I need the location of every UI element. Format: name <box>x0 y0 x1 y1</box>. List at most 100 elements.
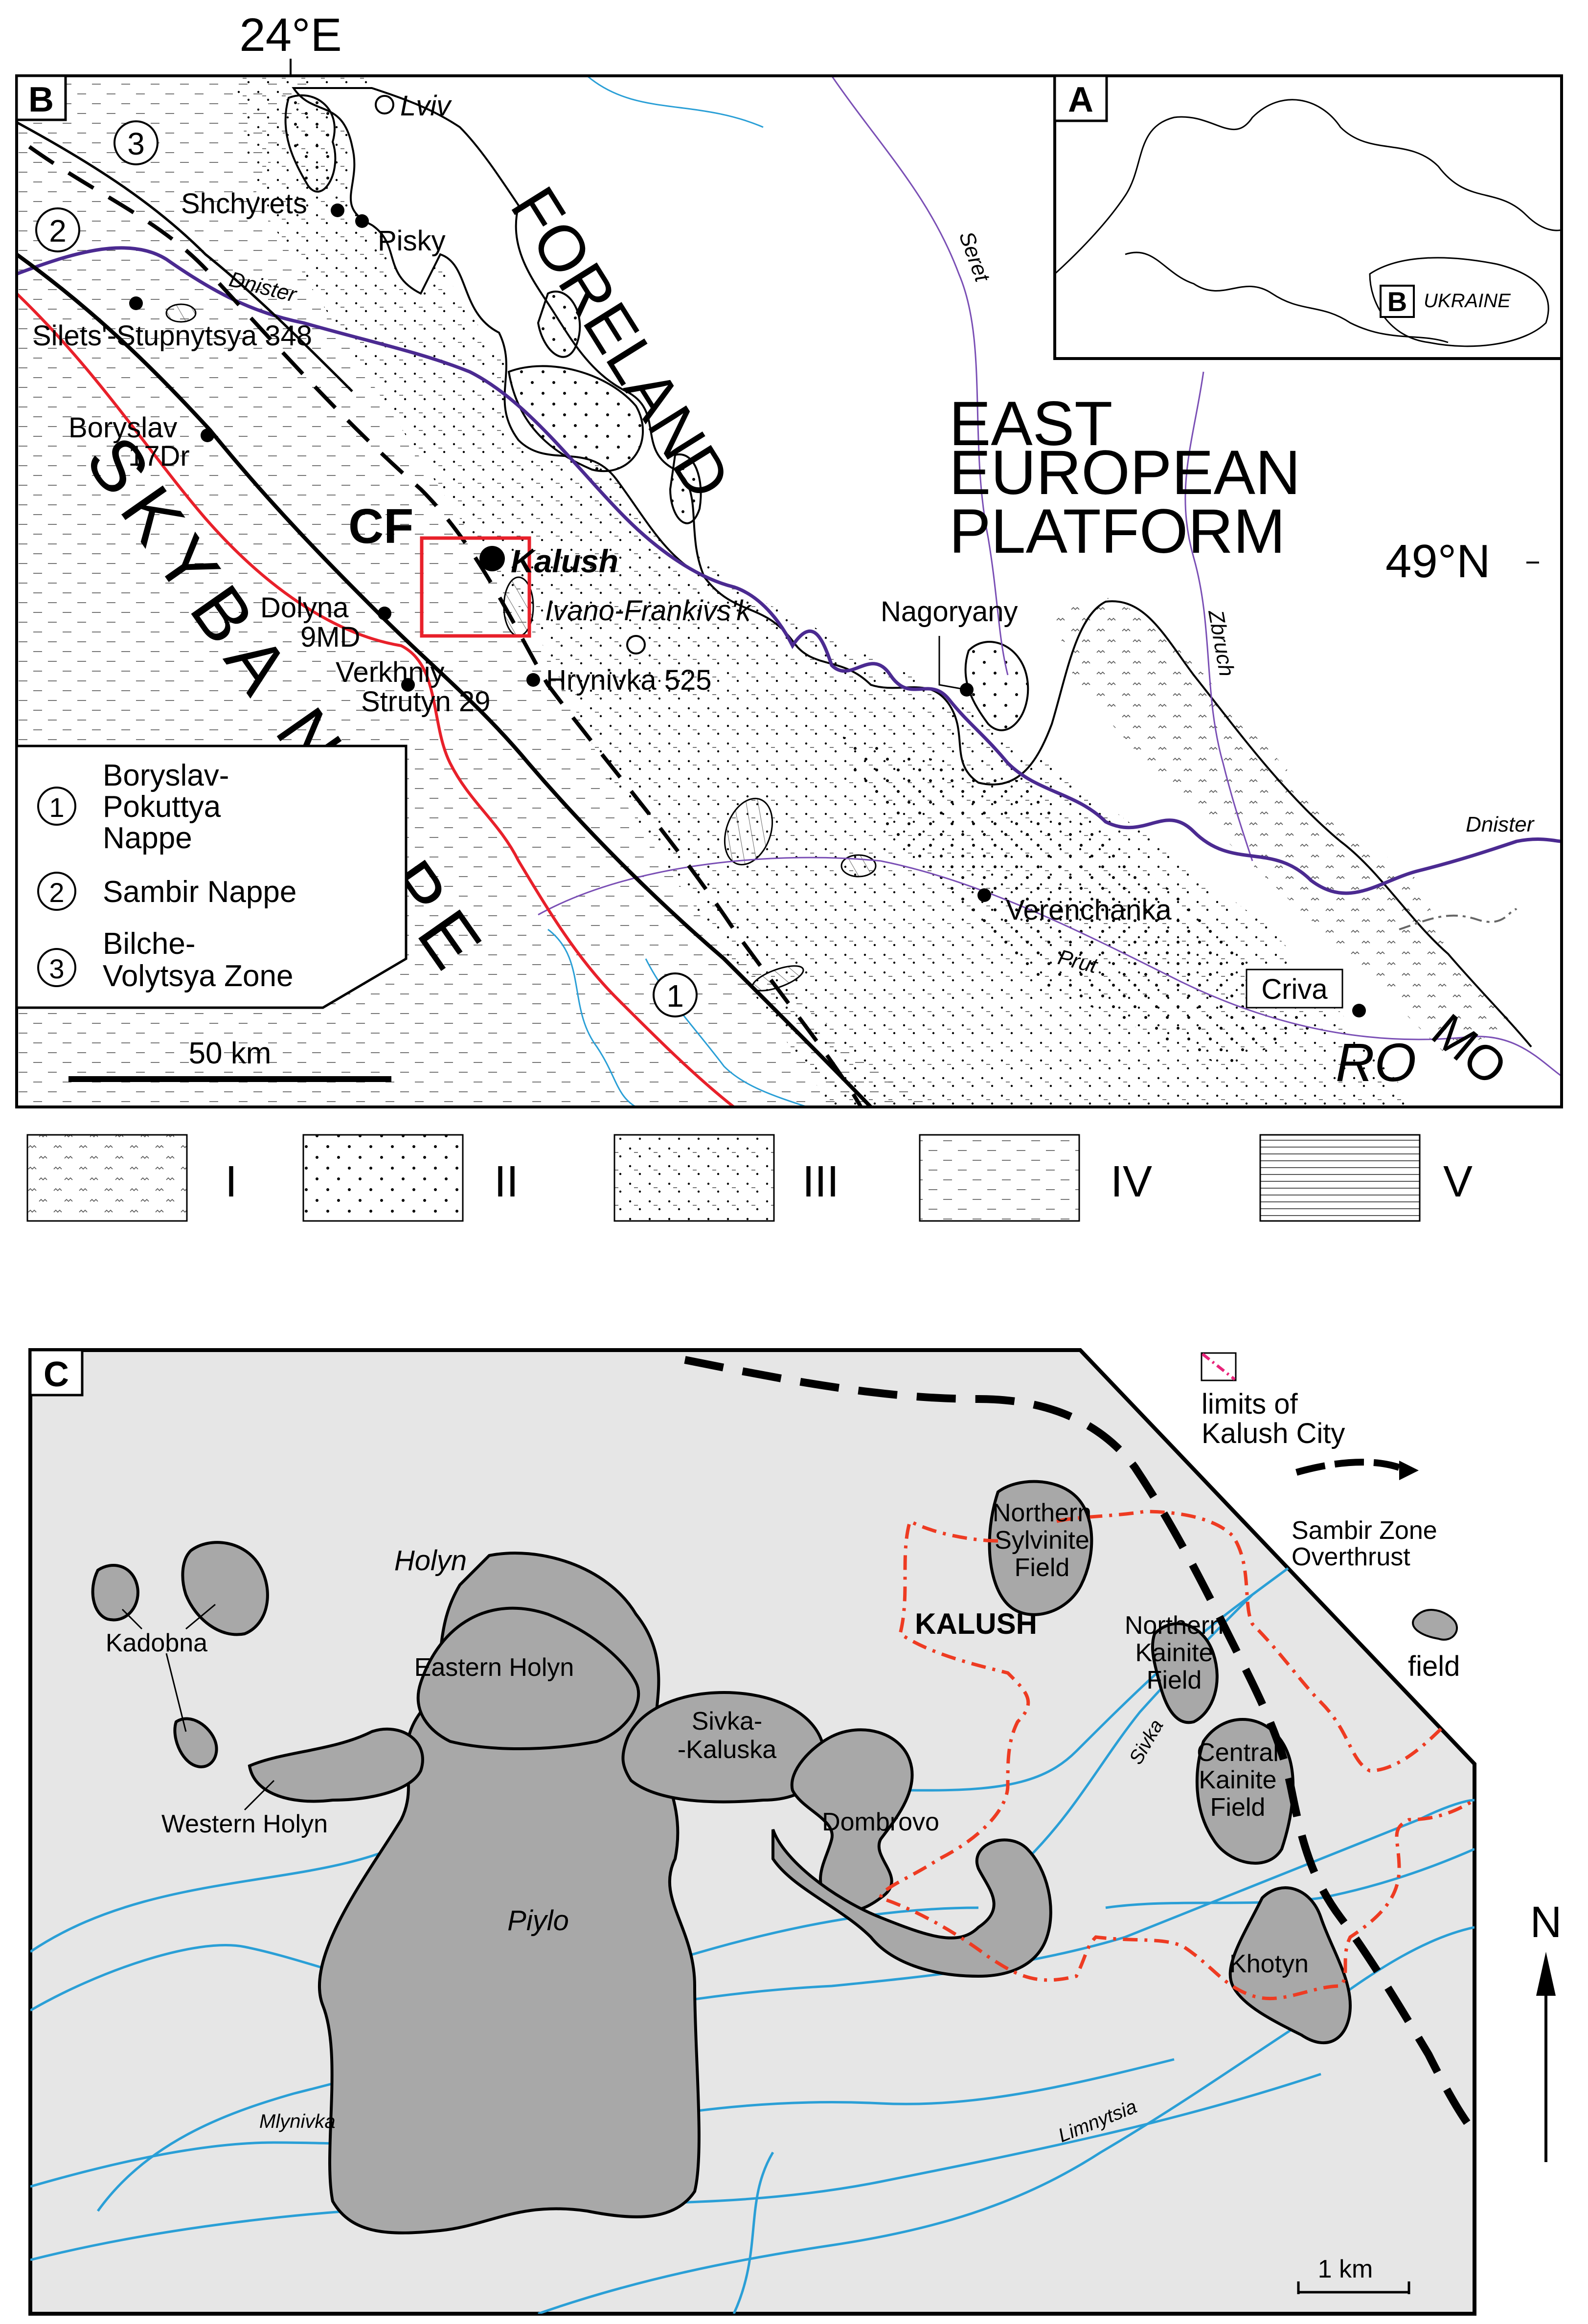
scale-bar-b: 50 km <box>68 1037 391 1082</box>
study-area-box <box>420 536 531 638</box>
place-boryslav: Boryslav 17Dr <box>68 412 214 472</box>
legend-field-swatch <box>1412 1609 1458 1641</box>
label-dnister-east: Dnister <box>1466 812 1535 836</box>
svg-text:Volytsya Zone: Volytsya Zone <box>103 959 293 993</box>
panel-b-frame <box>15 74 1563 1108</box>
svg-text:Piylo: Piylo <box>507 1905 569 1937</box>
svg-text:Overthrust: Overthrust <box>1292 1543 1410 1571</box>
river-c-6 <box>732 2151 774 2314</box>
svg-text:Kalush: Kalush <box>511 543 618 579</box>
svg-text:Central: Central <box>1197 1738 1279 1767</box>
svg-text:Boryslav: Boryslav <box>68 412 177 444</box>
legend-label-iii: III <box>802 1157 839 1206</box>
panel-c-tag-box <box>29 1349 84 1397</box>
scale-bar-c: 1 km <box>1297 2255 1410 2294</box>
svg-text:Dombrovo: Dombrovo <box>822 1808 939 1836</box>
svg-text:Lviv: Lviv <box>400 90 452 122</box>
svg-text:Kainite: Kainite <box>1199 1766 1277 1794</box>
place-dolyna: Dolyna 9MD <box>260 592 391 653</box>
label-european: EUROPEAN <box>949 438 1300 508</box>
svg-text:Kalush City: Kalush City <box>1202 1418 1345 1449</box>
svg-text:Northern: Northern <box>1125 1611 1224 1640</box>
label-east: EAST <box>949 389 1112 459</box>
svg-text:2: 2 <box>49 877 64 908</box>
field-khotyn <box>1228 1886 1352 2045</box>
svg-text:3: 3 <box>49 953 64 984</box>
field-central-kainite <box>1195 1718 1295 1865</box>
place-verkhniy-strutyn: Verkhniy Strutyn 29 <box>336 656 490 718</box>
svg-text:Holyn: Holyn <box>394 1545 467 1577</box>
label-platform: PLATFORM <box>949 496 1285 566</box>
border-mo-ro <box>1399 908 1518 930</box>
svg-text:Field: Field <box>1210 1793 1266 1822</box>
svg-text:Pisky: Pisky <box>378 225 446 257</box>
svg-text:2: 2 <box>49 213 67 248</box>
sambir-overthrust-c <box>684 1356 1475 2135</box>
place-shchyrets: Shchyrets <box>181 188 344 220</box>
nappe-number-1: 1 <box>653 972 698 1017</box>
svg-text:Strutyn 29: Strutyn 29 <box>361 686 490 718</box>
lat-label: 49°N <box>1385 535 1491 587</box>
svg-text:Dolyna: Dolyna <box>260 592 349 624</box>
panel-c-labels: Northern Sylvinite Field KALUSH Northern… <box>106 1499 1309 2146</box>
foreland-island-3 <box>507 365 644 473</box>
legend-swatch-iv <box>919 1134 1080 1222</box>
svg-text:Western Holyn: Western Holyn <box>161 1810 328 1838</box>
svg-text:Khotyn: Khotyn <box>1229 1950 1309 1978</box>
field-western-holyn <box>248 1727 424 1803</box>
svg-text:Pokuttya: Pokuttya <box>103 790 221 824</box>
svg-text:50 km: 50 km <box>189 1037 272 1070</box>
north-arrow: N <box>1530 1898 1562 2162</box>
svg-text:Shchyrets: Shchyrets <box>181 188 307 220</box>
svg-text:Boryslav-: Boryslav- <box>103 759 229 792</box>
svg-text:limits of: limits of <box>1202 1388 1298 1420</box>
panel-b-tag-box <box>15 74 67 121</box>
svg-text:Sambir Nappe: Sambir Nappe <box>103 875 296 909</box>
place-kalush: Kalush <box>479 543 618 579</box>
svg-text:field: field <box>1408 1650 1460 1682</box>
panel-c-legend: limits of Kalush City Sambir Zone Overth… <box>1201 1352 1460 1682</box>
place-ivano-frankivsk: Ivano-Frankivs'k <box>545 595 752 654</box>
svg-text:Sylvinite: Sylvinite <box>995 1526 1089 1555</box>
svg-text:Kadobna: Kadobna <box>106 1629 207 1657</box>
place-pisky: Pisky <box>355 214 446 257</box>
nappe-legend: 1 Boryslav- Pokuttya Nappe 2 Sambir Napp… <box>15 745 408 1009</box>
svg-text:Sambir Zone: Sambir Zone <box>1292 1516 1437 1545</box>
svg-text:Criva: Criva <box>1261 973 1328 1005</box>
svg-text:KALUSH: KALUSH <box>915 1607 1037 1640</box>
salt-body-2 <box>724 797 773 866</box>
legend-label-iv: IV <box>1111 1157 1152 1206</box>
svg-text:Bilche-: Bilche- <box>103 927 196 961</box>
svg-text:17Dr: 17Dr <box>128 440 190 472</box>
nappe-thick-line <box>17 252 872 1107</box>
lon-label: 24°E <box>239 9 341 61</box>
river-c-limnytsia <box>538 1926 1475 2314</box>
svg-text:9MD: 9MD <box>300 621 360 653</box>
svg-text:1: 1 <box>666 978 684 1014</box>
svg-text:-Kaluska: -Kaluska <box>678 1736 776 1764</box>
svg-text:Silets'-Stupnytsya 348: Silets'-Stupnytsya 348 <box>32 320 312 352</box>
svg-text:1 km: 1 km <box>1318 2255 1373 2283</box>
sambir-overthrust-dashed <box>28 145 863 1107</box>
field-kadobna-2 <box>181 1541 269 1636</box>
label-ro: RO <box>1336 1033 1416 1093</box>
place-hrynivka: Hrynivka 525 <box>526 664 711 696</box>
svg-text:Kainite: Kainite <box>1135 1639 1213 1667</box>
salt-body-5 <box>165 303 197 323</box>
river-c-5 <box>1105 1848 1475 1909</box>
nappe-number-2: 2 <box>35 207 80 252</box>
svg-text:A: A <box>1068 80 1093 119</box>
legend-swatch-i <box>26 1134 188 1222</box>
place-silets: Silets'-Stupnytsya 348 <box>32 296 312 352</box>
svg-text:Verenchanka: Verenchanka <box>1006 894 1172 926</box>
place-nagoryany: Nagoryany <box>881 596 1018 697</box>
legend-swatch-v <box>1259 1134 1421 1222</box>
area-dotdash <box>235 76 1419 1107</box>
legend-swatch-iii <box>613 1134 775 1222</box>
svg-text:Sivka-: Sivka- <box>692 1707 762 1736</box>
svg-text:Field: Field <box>1147 1666 1202 1694</box>
legend-label-v: V <box>1443 1157 1473 1206</box>
svg-text:Hrynivka 525: Hrynivka 525 <box>546 664 711 696</box>
area-wavy-east <box>1052 597 1517 1052</box>
svg-text:3: 3 <box>127 126 145 161</box>
